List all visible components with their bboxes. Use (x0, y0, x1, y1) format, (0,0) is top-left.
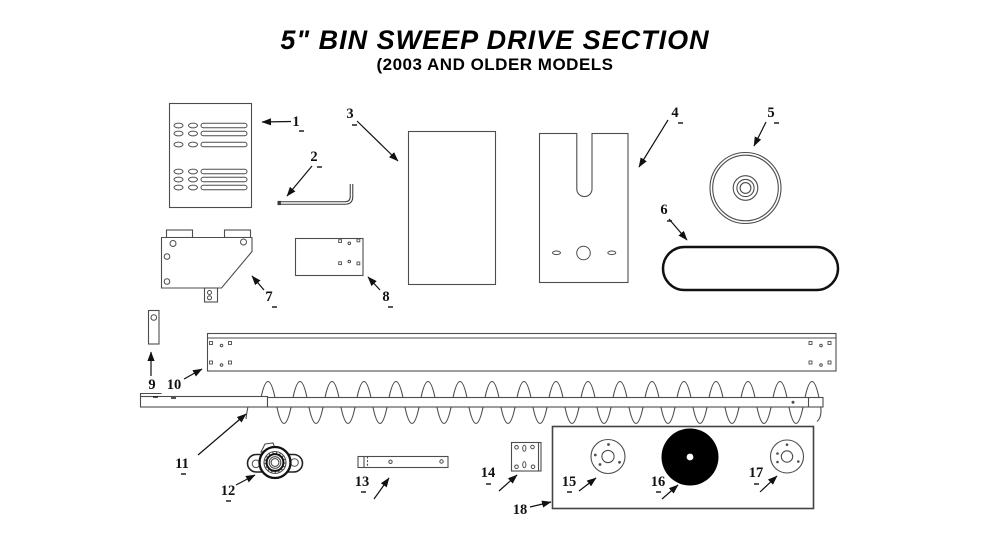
callout-2: 2 (286, 149, 322, 197)
part-14-label: 14 (481, 465, 496, 481)
callout-6: 6 (660, 202, 688, 241)
part-4-label: 4 (671, 105, 678, 121)
callout-7: 7 (251, 275, 277, 308)
part-3-plain-plate-drawing (407, 130, 497, 286)
part-2-label: 2 (310, 149, 317, 165)
part-14-small-plate-drawing (510, 441, 542, 472)
diagram-title: 5" BIN SWEEP DRIVE SECTION (280, 25, 710, 55)
callout-8: 8 (367, 276, 393, 308)
part-3-label: 3 (346, 106, 353, 122)
part-10-label: 10 (167, 377, 182, 393)
part-7-drive-bracket-drawing (160, 229, 253, 303)
callout-1: 1 (261, 114, 304, 132)
part-15-hub-disc-drawing (590, 438, 626, 475)
callout-4: 4 (638, 105, 683, 168)
part-15-label: 15 (562, 474, 577, 490)
diagram-subtitle: (2003 AND OLDER MODELS (376, 55, 614, 74)
callout-18: 18 (513, 500, 552, 518)
callout-11: 11 (175, 413, 247, 475)
part-11-label: 11 (175, 456, 189, 472)
part-12-flange-bearing-drawing (246, 442, 304, 480)
part-1-perforated-plate-drawing (168, 102, 253, 209)
callout-3: 3 (346, 106, 399, 162)
part-8-label: 8 (382, 289, 389, 305)
part-5-label: 5 (767, 105, 774, 121)
callout-5: 5 (753, 105, 779, 147)
part-9-spacer-drawing (147, 309, 160, 345)
part-9-label: 9 (148, 377, 155, 393)
part-17-label: 17 (749, 465, 764, 481)
part-12-label: 12 (221, 483, 236, 499)
part-16-label: 16 (651, 474, 666, 490)
part-10-channel-rail-drawing (206, 332, 837, 372)
callout-9: 9 (147, 351, 158, 398)
part-6-drive-belt-drawing (661, 245, 840, 292)
part-13-flat-bar-drawing (357, 455, 449, 469)
part-7-label: 7 (265, 289, 272, 305)
callout-15: 15 (562, 474, 597, 493)
part-2-hex-key-drawing (277, 184, 354, 206)
callout-10: 10 (167, 368, 203, 399)
callout-12: 12 (221, 474, 256, 502)
part-11-auger-drawing (139, 380, 824, 425)
part-6-label: 6 (660, 202, 667, 218)
part-1-label: 1 (292, 114, 299, 130)
callout-16: 16 (651, 474, 679, 500)
callout-14: 14 (481, 465, 518, 492)
callout-17: 17 (749, 465, 778, 493)
part-5-pulley-drawing (709, 151, 782, 225)
part-4-slotted-plate-drawing (538, 132, 629, 284)
part-17-hub-disc-drawing (769, 439, 805, 474)
part-13-label: 13 (355, 474, 370, 490)
part-18-label: 18 (513, 502, 528, 518)
callout-13: 13 (355, 474, 390, 500)
part-18-assembly-box-drawing (551, 425, 815, 510)
part-16-drive-wheel-drawing (661, 428, 719, 486)
part-8-mount-plate-drawing (294, 237, 364, 277)
